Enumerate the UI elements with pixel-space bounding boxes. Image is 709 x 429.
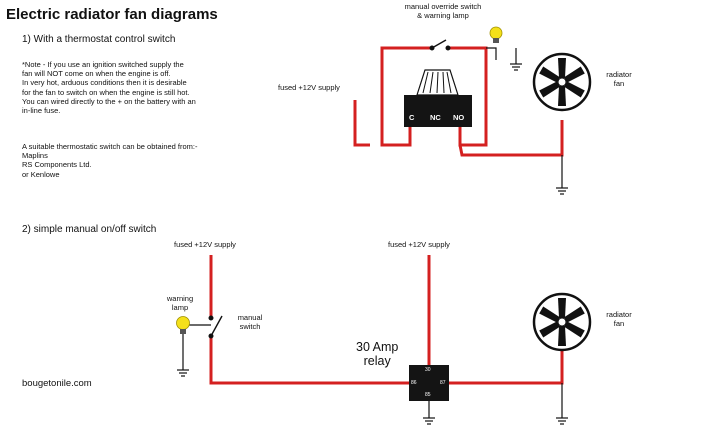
wire-c-to-override — [380, 46, 432, 147]
switch-label-line: manual — [237, 313, 263, 322]
lamp-wire — [486, 47, 497, 60]
wire-override-to-no — [448, 46, 488, 147]
section1-supply-label: fused +12V supply — [278, 83, 340, 92]
lamp2-label: warning lamp — [158, 294, 202, 312]
section1-heading: 1) With a thermostat control switch — [22, 34, 176, 45]
fan-label-line: radiator — [606, 310, 632, 319]
relay-label: 30 Amp relay — [356, 340, 398, 368]
relay-pin-85: 85 — [425, 392, 431, 398]
relay-pin-87: 87 — [440, 380, 446, 386]
wire-supply — [353, 100, 370, 147]
relay-label-line: 30 Amp — [356, 340, 399, 354]
relay-pin-30: 30 — [425, 367, 431, 373]
fan-label-line: fan — [613, 319, 625, 328]
supplier-line: or Kenlowe — [22, 169, 60, 179]
override-switch-symbol — [429, 39, 451, 51]
terminal-c: C — [409, 113, 415, 122]
section2-lamp-icon — [176, 316, 190, 334]
fan1-label: radiator fan — [596, 70, 642, 88]
note-line: *Note - If you use an ignition switched … — [22, 60, 184, 69]
override-label-line: & warning lamp — [417, 11, 469, 20]
fan-label-line: radiator — [606, 70, 632, 79]
note-line: In very hot, arduous conditions then it … — [22, 78, 187, 88]
section2-supply-right: fused +12V supply — [388, 240, 450, 249]
relay-pin-86: 86 — [411, 380, 417, 386]
terminal-nc: NC — [430, 113, 441, 122]
section2-supply-left: fused +12V supply — [174, 240, 236, 249]
relay-icon — [409, 365, 449, 401]
supplier-line: Maplins — [22, 151, 48, 161]
note-line: for the fan to switch on when the engine… — [22, 87, 190, 97]
diagram-title: Electric radiator fan diagrams — [6, 6, 218, 23]
section1-black-wires — [486, 47, 568, 195]
section2-heading: 2) simple manual on/off switch — [22, 224, 157, 235]
supplier-line: A suitable thermostatic switch can be ob… — [22, 142, 198, 151]
note-line: in-line fuse. — [22, 106, 61, 116]
section1-lamp-icon — [489, 26, 503, 43]
note-line: You can wired directly to the + on the b… — [22, 96, 196, 106]
radiator-fan-2-icon — [532, 292, 592, 352]
section1-suppliers: A suitable thermostatic switch can be ob… — [22, 142, 198, 179]
fan-label-line: fan — [613, 79, 625, 88]
manual-switch-symbol — [208, 315, 223, 339]
override-label-line: manual override switch — [404, 2, 482, 11]
wire-relay-to-fan — [449, 340, 564, 385]
lamp-label-line: warning — [166, 294, 194, 303]
manual-switch-label: manual switch — [228, 313, 272, 331]
footer-watermark: bougetonile.com — [22, 378, 92, 389]
section1-wires — [353, 46, 564, 157]
relay-label-line: relay — [363, 354, 391, 368]
fan2-label: radiator fan — [596, 310, 642, 328]
radiator-fan-1-icon — [532, 52, 592, 112]
terminal-no: NO — [453, 113, 465, 122]
wire-switch-to-relay — [209, 336, 409, 385]
lamp-label-line: lamp — [171, 303, 189, 312]
override-switch-label: manual override switch & warning lamp — [388, 2, 498, 20]
section1-note: *Note - If you use an ignition switched … — [22, 60, 196, 115]
thermostat-switch-icon — [404, 69, 472, 127]
supplier-line: RS Components Ltd. — [22, 160, 92, 170]
switch-label-line: switch — [239, 322, 261, 331]
wire-no-to-fan — [458, 120, 564, 157]
note-line: fan will NOT come on when the engine is … — [22, 69, 171, 79]
